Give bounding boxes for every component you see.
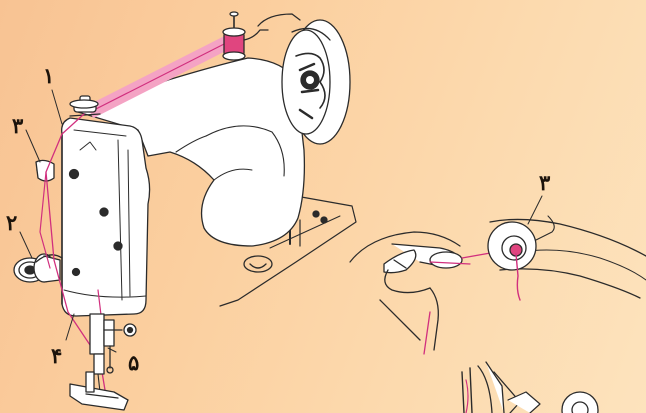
needle-detail-partial (462, 362, 598, 413)
label-3: ۳ (12, 115, 23, 136)
hand-threading-detail (350, 216, 646, 354)
label-2: ۲ (6, 212, 17, 233)
head-screw-top (70, 170, 79, 179)
tension-assembly (14, 254, 62, 282)
label-4: ۴ (51, 345, 62, 366)
label-5: ۵ (128, 352, 139, 373)
head-screw-mid (100, 208, 108, 216)
thread-hand (424, 252, 496, 354)
head-screw-low (114, 242, 122, 250)
machine-head (62, 118, 150, 316)
label-3-detail: ۳ (539, 172, 550, 193)
label-1: ۱ (43, 65, 54, 86)
top-spool (223, 12, 268, 60)
